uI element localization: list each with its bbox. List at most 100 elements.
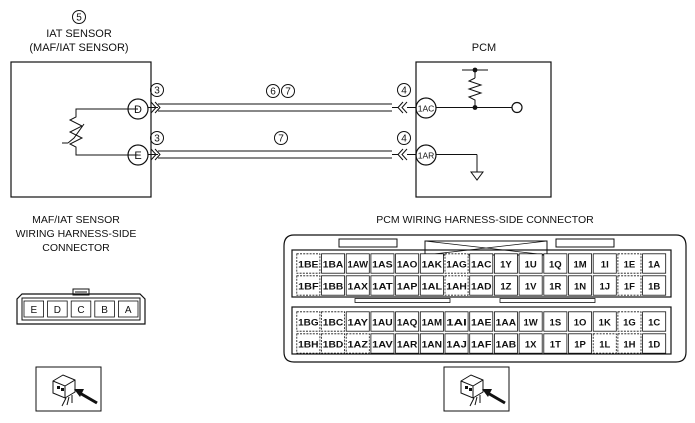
pcm-connector-pin-label: 1S bbox=[550, 318, 562, 329]
pcm-connector-pin: 1AS bbox=[370, 253, 395, 274]
pcm-connector-pin: 1AP bbox=[395, 275, 420, 296]
harness-wires: 3 3 4 4 6 7 7 bbox=[148, 83, 416, 161]
sensor-connector-number-bottom: 3 bbox=[154, 134, 160, 145]
pcm-connector-pin-label: 1AD bbox=[471, 282, 492, 293]
pcm-connector-pin-label: 1AL bbox=[422, 282, 443, 293]
pcm-connector-pin-label: 1N bbox=[574, 282, 586, 293]
pcm-connector-pin: 1N bbox=[568, 275, 593, 296]
sensor-connector-marker-bottom bbox=[150, 131, 164, 145]
pcm-connector-pin-label: 1M bbox=[573, 260, 586, 271]
pcm-connector-lower-block bbox=[291, 306, 672, 355]
pcm-connector-pin: 1V bbox=[518, 275, 543, 296]
pcm-connector-pin: 1AB bbox=[493, 333, 518, 354]
pcm-title: PCM bbox=[472, 42, 496, 54]
sensor-connector-marker-top bbox=[150, 83, 164, 97]
pcm-connector-pin: 1AE bbox=[469, 311, 494, 332]
pcm-connector-pin: 1U bbox=[518, 253, 543, 274]
pcm-connector-number-bottom: 4 bbox=[401, 134, 407, 145]
sensor-connector-pin-label: A bbox=[125, 305, 132, 316]
pcm-pin-1ar-label: 1AR bbox=[418, 151, 435, 161]
sensor-connector-symbol-bottom bbox=[150, 148, 161, 161]
pcm-view-direction-icon bbox=[443, 366, 510, 412]
pcm-connector-pin: 1C bbox=[642, 311, 667, 332]
wire-top-number-a: 6 bbox=[270, 87, 276, 98]
pcm-pin-1ac bbox=[415, 97, 437, 119]
pcm-connector-pin-label: 1AP bbox=[397, 282, 418, 293]
pcm-connector-pin: 1F bbox=[617, 275, 642, 296]
pcm-connector-pin: 1AJ bbox=[444, 333, 469, 354]
pcm-connector-pin-label: 1AE bbox=[471, 318, 492, 329]
pcm-connector-pin-label: 1AG bbox=[446, 260, 467, 271]
pcm-connector-pin: 1BF bbox=[296, 275, 321, 296]
pcm-connector-pin-label: 1J bbox=[599, 282, 610, 293]
pcm-connector-pin: 1AK bbox=[419, 253, 444, 274]
sensor-connector-pin: E bbox=[23, 300, 45, 318]
pcm-connector-pin-label: 1AZ bbox=[348, 340, 369, 351]
sensor-connector-pin-label: B bbox=[101, 305, 108, 316]
pcm-connector-pin-label: 1AQ bbox=[397, 318, 418, 329]
pcm-connector-pin-label: 1G bbox=[623, 318, 636, 329]
pcm-connector-pin: 1AY bbox=[345, 311, 370, 332]
pcm-connector-pin-label: 1A bbox=[648, 260, 660, 271]
pcm-connector-pin-label: 1BA bbox=[323, 260, 344, 271]
sensor-view-direction-icon bbox=[35, 366, 102, 412]
pcm-connector-pin: 1T bbox=[543, 333, 568, 354]
pcm-connector-pin-label: 1AV bbox=[372, 340, 393, 351]
pcm-connector-pin: 1O bbox=[568, 311, 593, 332]
pcm-connector-pin: 1AT bbox=[370, 275, 395, 296]
pcm-connector-pin-label: 1AK bbox=[422, 260, 443, 271]
pcm-connector-marker-top bbox=[397, 83, 411, 97]
pcm-connector-pin-label: 1P bbox=[574, 340, 586, 351]
sensor-connector-pin-label: D bbox=[54, 305, 61, 316]
pcm-connector-pin-label: 1F bbox=[624, 282, 635, 293]
pcm-connector-pin-label: 1BH bbox=[298, 340, 319, 351]
pcm-connector-pin-label: 1Q bbox=[549, 260, 562, 271]
wire-top-marker-b bbox=[281, 84, 295, 98]
pcm-connector-pin-label: 1V bbox=[525, 282, 537, 293]
pcm-connector-pin-label: 1H bbox=[623, 340, 635, 351]
pcm-connector-pin-label: 1Y bbox=[500, 260, 512, 271]
pcm-pin-1ar bbox=[415, 144, 437, 166]
pcm-connector-pin: 1B bbox=[642, 275, 667, 296]
pcm-connector-pin-label: 1AA bbox=[496, 318, 517, 329]
pcm-connector-pin: 1W bbox=[518, 311, 543, 332]
pcm-connector-pin-label: 1AM bbox=[422, 318, 443, 329]
pcm-connector-pin-label: 1K bbox=[599, 318, 611, 329]
pcm-connector-pin: 1A bbox=[642, 253, 667, 274]
pcm-connector-pin: 1L bbox=[592, 333, 617, 354]
pcm-connector-pin: 1AL bbox=[419, 275, 444, 296]
sensor-connector-pin: A bbox=[118, 300, 139, 318]
pcm-connector-pin: 1BG bbox=[296, 311, 321, 332]
pcm-connector-pin-label: 1R bbox=[549, 282, 561, 293]
pcm-connector-pin: 1G bbox=[617, 311, 642, 332]
pcm-connector-pin-label: 1BG bbox=[298, 318, 319, 329]
sensor-connector-pin: C bbox=[70, 300, 92, 318]
pcm-connector-pin-label: 1AH bbox=[446, 282, 467, 293]
sensor-reference-marker bbox=[72, 10, 86, 24]
sensor-connector-number-top: 3 bbox=[154, 86, 160, 97]
pcm-connector-pin-label: 1AC bbox=[471, 260, 492, 271]
pcm-connector-pin: 1BD bbox=[321, 333, 346, 354]
pcm-connector-number-top: 4 bbox=[401, 86, 407, 97]
pcm-connector-pin-label: 1E bbox=[624, 260, 636, 271]
pcm-connector-pin: 1M bbox=[568, 253, 593, 274]
pcm-connector-pin: 1AW bbox=[345, 253, 370, 274]
pcm-connector-pin: 1K bbox=[592, 311, 617, 332]
pcm-connector-pin-label: 1AT bbox=[372, 282, 393, 293]
pcm-connector-pin-label: 1I bbox=[601, 260, 609, 271]
pcm-connector-pin-label: 1AU bbox=[372, 318, 393, 329]
iat-sensor: 5 IAT SENSOR (MAF/IAT SENSOR) D E bbox=[10, 10, 152, 198]
sensor-connector-caption-1: MAF/IAT SENSOR bbox=[32, 214, 120, 226]
pcm-connector-pin-label: 1L bbox=[599, 340, 610, 351]
pcm-connector-pin: 1AM bbox=[419, 311, 444, 332]
pcm-connector-pin: 1E bbox=[617, 253, 642, 274]
pcm-connector-pin-label: 1D bbox=[648, 340, 660, 351]
pcm-connector-pin: 1Q bbox=[543, 253, 568, 274]
pcm-connector-pin: 1AQ bbox=[395, 311, 420, 332]
pcm-connector-pin: 1AZ bbox=[345, 333, 370, 354]
sensor-reference-number: 5 bbox=[76, 13, 82, 24]
pcm-connector-upper-block bbox=[291, 249, 672, 298]
pcm-connector-pin: 1I bbox=[592, 253, 617, 274]
